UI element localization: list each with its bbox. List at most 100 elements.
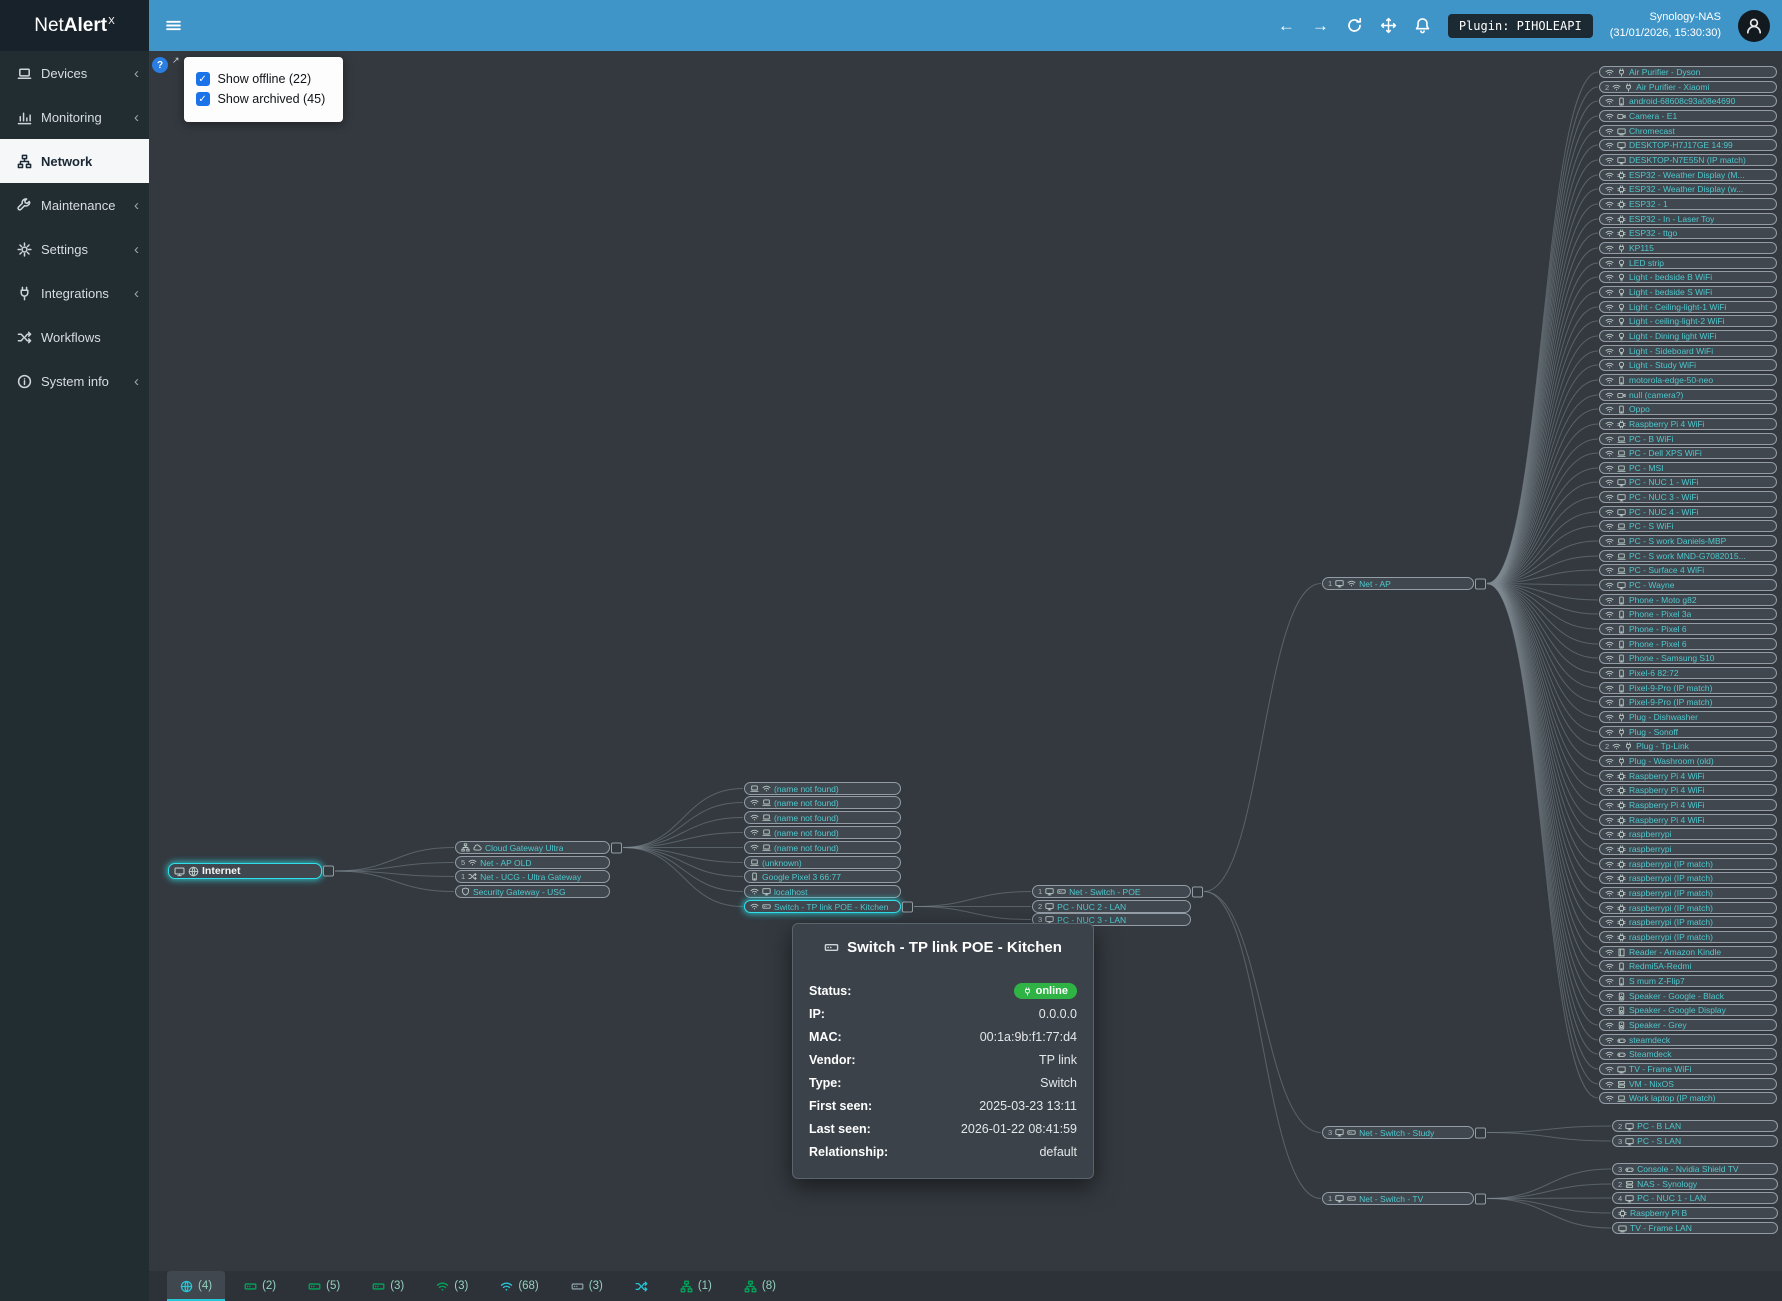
graph-node[interactable]: Phone - Pixel 6	[1599, 623, 1777, 635]
graph-node[interactable]: raspberrypi (IP match)	[1599, 931, 1777, 943]
graph-node[interactable]: PC - S work MND-G7082015...	[1599, 550, 1777, 562]
graph-node[interactable]: raspberrypi (IP match)	[1599, 887, 1777, 899]
sidebar-item-network[interactable]: Network	[0, 139, 149, 183]
graph-node[interactable]: Switch - TP link POE - Kitchen	[744, 900, 913, 913]
graph-node[interactable]: PC - NUC 1 - WiFi	[1599, 476, 1777, 488]
graph-node[interactable]: Raspberry Pi 4 WiFi	[1599, 770, 1777, 782]
graph-node[interactable]: Chromecast	[1599, 125, 1777, 137]
graph-node[interactable]: DESKTOP-N7E55N (IP match)	[1599, 154, 1777, 166]
graph-node[interactable]: Raspberry Pi 4 WiFi	[1599, 418, 1777, 430]
graph-node[interactable]: KP115	[1599, 242, 1777, 254]
device-type-tab-switch-3[interactable]: (3)	[359, 1271, 417, 1301]
graph-node[interactable]: Light - ceiling-light-2 WiFi	[1599, 315, 1777, 327]
graph-node[interactable]: Speaker - Google - Black	[1599, 990, 1777, 1002]
graph-node[interactable]: Internet	[168, 863, 334, 879]
graph-node[interactable]: ESP32 - In - Laser Toy	[1599, 213, 1777, 225]
graph-node[interactable]: S mum Z-Flip7	[1599, 975, 1777, 987]
sidebar-item-system-info[interactable]: System info‹	[0, 359, 149, 403]
graph-node[interactable]: Cloud Gateway Ultra	[455, 841, 622, 854]
menu-toggle-icon[interactable]	[149, 0, 197, 51]
graph-node[interactable]: Phone - Samsung S10	[1599, 652, 1777, 664]
device-type-tab-wifi-5[interactable]: (68)	[487, 1271, 551, 1301]
graph-node[interactable]: raspberrypi (IP match)	[1599, 916, 1777, 928]
graph-node[interactable]: Security Gateway - USG	[455, 885, 610, 898]
refresh-icon[interactable]	[1346, 17, 1363, 34]
graph-node[interactable]: Light - Ceiling-light-1 WiFi	[1599, 301, 1777, 313]
graph-node[interactable]: Raspberry Pi 4 WiFi	[1599, 784, 1777, 796]
graph-node[interactable]: raspberrypi (IP match)	[1599, 872, 1777, 884]
graph-node[interactable]: motorola-edge-50-neo	[1599, 374, 1777, 386]
show-archived-checkbox[interactable]: ✓	[195, 92, 210, 106]
graph-node[interactable]: VM - NixOS	[1599, 1078, 1777, 1090]
graph-node[interactable]: Speaker - Grey	[1599, 1019, 1777, 1031]
graph-node[interactable]: Camera - E1	[1599, 110, 1777, 122]
graph-node[interactable]: raspberrypi	[1599, 843, 1777, 855]
graph-node[interactable]: Air Purifier - Dyson	[1599, 66, 1777, 78]
graph-node[interactable]: localhost	[744, 885, 901, 898]
show-offline-option[interactable]: ✓ Show offline (22)	[195, 72, 326, 86]
device-type-tab-switch-1[interactable]: (2)	[231, 1271, 289, 1301]
graph-node[interactable]: PC - Surface 4 WiFi	[1599, 564, 1777, 576]
forward-icon[interactable]: →	[1311, 16, 1329, 35]
graph-node[interactable]: raspberrypi (IP match)	[1599, 858, 1777, 870]
graph-node[interactable]: raspberrypi (IP match)	[1599, 902, 1777, 914]
sidebar-item-integrations[interactable]: Integrations‹	[0, 271, 149, 315]
device-type-tab-switch-6[interactable]: (3)	[558, 1271, 616, 1301]
graph-node[interactable]: steamdeck	[1599, 1034, 1777, 1046]
graph-node[interactable]: PC - S WiFi	[1599, 520, 1777, 532]
sidebar-item-settings[interactable]: Settings‹	[0, 227, 149, 271]
graph-node[interactable]: (name not found)	[744, 841, 901, 854]
device-type-tab-switch-2[interactable]: (5)	[295, 1271, 353, 1301]
graph-node[interactable]: PC - Dell XPS WiFi	[1599, 447, 1777, 459]
graph-node[interactable]: android-68608c93a08e4690	[1599, 95, 1777, 107]
graph-node[interactable]: ESP32 - 1	[1599, 198, 1777, 210]
graph-node[interactable]: ESP32 - ttgo	[1599, 227, 1777, 239]
graph-node[interactable]: (name not found)	[744, 826, 901, 839]
graph-node[interactable]: Light - Dining light WiFi	[1599, 330, 1777, 342]
sidebar-item-devices[interactable]: Devices‹	[0, 51, 149, 95]
graph-node[interactable]: Phone - Pixel 6	[1599, 638, 1777, 650]
graph-node[interactable]: (name not found)	[744, 811, 901, 824]
graph-node[interactable]: Light - bedside S WiFi	[1599, 286, 1777, 298]
graph-node[interactable]: PC - MSI	[1599, 462, 1777, 474]
sidebar-item-monitoring[interactable]: Monitoring‹	[0, 95, 149, 139]
graph-node[interactable]: LED strip	[1599, 257, 1777, 269]
graph-node[interactable]: PC - NUC 4 - WiFi	[1599, 506, 1777, 518]
collapse-toggle[interactable]	[1475, 1193, 1486, 1204]
graph-node[interactable]: Speaker - Google Display	[1599, 1004, 1777, 1016]
graph-node[interactable]: TV - Frame WiFi	[1599, 1063, 1777, 1075]
graph-node[interactable]: TV - Frame LAN	[1612, 1222, 1778, 1234]
bell-icon[interactable]	[1414, 17, 1431, 34]
graph-node[interactable]: Phone - Pixel 3a	[1599, 608, 1777, 620]
avatar[interactable]	[1738, 9, 1770, 42]
graph-node[interactable]: raspberrypi	[1599, 828, 1777, 840]
graph-node[interactable]: Steamdeck	[1599, 1048, 1777, 1060]
graph-node[interactable]: Pixel-9-Pro (IP match)	[1599, 682, 1777, 694]
graph-node[interactable]: (unknown)	[744, 856, 901, 869]
graph-node[interactable]: PC - B WiFi	[1599, 433, 1777, 445]
graph-node[interactable]: Pixel-9-Pro (IP match)	[1599, 696, 1777, 708]
device-type-tab-shuffle-7[interactable]	[622, 1271, 661, 1301]
graph-node[interactable]: Phone - Moto g82	[1599, 594, 1777, 606]
device-type-tab-globe-0[interactable]: (4)	[167, 1271, 226, 1301]
graph-node[interactable]: Work laptop (IP match)	[1599, 1092, 1777, 1104]
graph-node[interactable]: (name not found)	[744, 782, 901, 795]
graph-node[interactable]: null (camera?)	[1599, 389, 1777, 401]
graph-node[interactable]: ESP32 - Weather Display (w...	[1599, 183, 1777, 195]
graph-node[interactable]: PC - S work Daniels-MBP	[1599, 535, 1777, 547]
graph-node[interactable]: Raspberry Pi 4 WiFi	[1599, 814, 1777, 826]
graph-node[interactable]: DESKTOP-H7J17GE 14:99	[1599, 139, 1777, 151]
